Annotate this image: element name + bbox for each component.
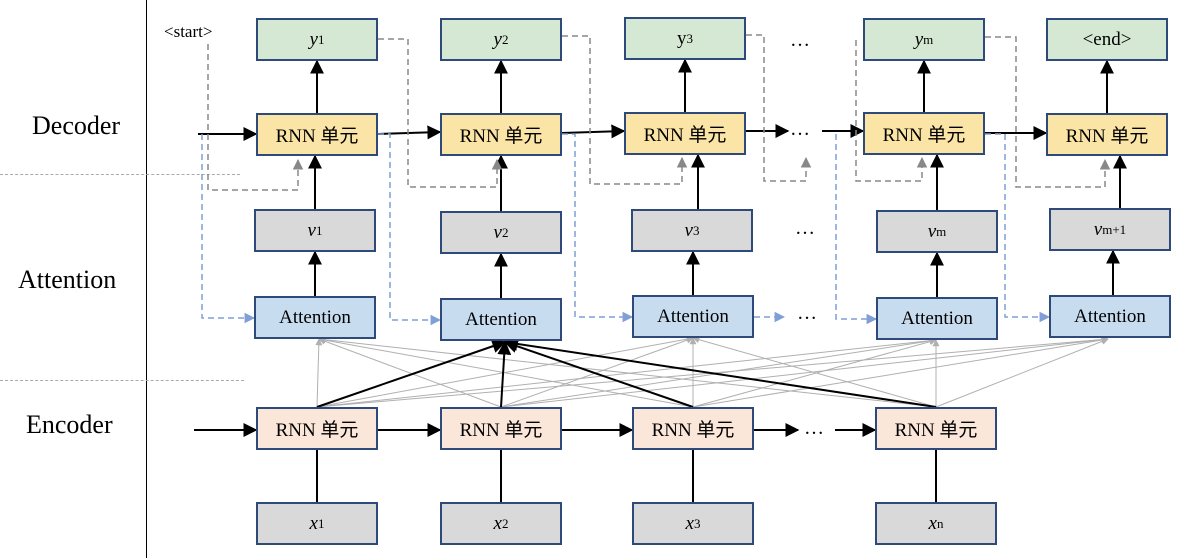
attention-link-highlighted xyxy=(503,339,694,408)
decoder-attention-separator xyxy=(0,174,240,175)
attention-link xyxy=(692,336,1109,408)
attention-link xyxy=(500,336,694,408)
ellipsis-attention: … xyxy=(797,302,817,324)
output-feedback-arrow xyxy=(746,34,812,182)
encoder-rnn-cell: RNN 单元 xyxy=(632,407,754,450)
decoder-rnn-cell: RNN 单元 xyxy=(256,113,378,156)
attention-link xyxy=(692,338,937,408)
decoder-recurrent-arrow xyxy=(377,125,442,140)
output-feedback-arrow xyxy=(562,35,688,185)
decoder-recurrent-arrow xyxy=(561,124,626,139)
output-feedback-arrow xyxy=(855,40,928,182)
ellipsis-encoder: … xyxy=(804,417,824,439)
decoder-rnn-cell: RNN 单元 xyxy=(624,112,746,155)
decoder-rnn-cell: RNN 单元 xyxy=(440,113,562,156)
attention-link xyxy=(318,337,502,408)
decoder-to-attention-arrow xyxy=(562,133,634,323)
decoder-output-end: <end> xyxy=(1046,18,1168,61)
start-token: <start> xyxy=(164,22,213,41)
ellipsis-context: … xyxy=(795,217,815,239)
attention-encoder-separator xyxy=(0,380,244,381)
attention-box: Attention xyxy=(1049,295,1171,338)
attention-link xyxy=(692,336,937,408)
attention-link-highlighted xyxy=(316,339,507,408)
decoder-to-attention-arrow xyxy=(378,133,442,326)
attention-link xyxy=(315,338,323,408)
decoder-section-label: Decoder xyxy=(32,111,121,140)
ellipsis-outputs: … xyxy=(790,29,810,51)
encoder-rnn-cell: RNN 单元 xyxy=(875,407,997,450)
attention-link xyxy=(500,336,1109,408)
decoder-rnn-cell: RNN 单元 xyxy=(1046,113,1168,156)
attention-link xyxy=(935,338,1109,408)
attention-box: Attention xyxy=(440,298,562,341)
attention-link xyxy=(316,337,937,408)
label-divider xyxy=(146,0,147,558)
attention-link xyxy=(318,336,937,408)
output-feedback-arrow xyxy=(378,38,503,188)
output-feedback-arrow xyxy=(207,44,304,191)
decoder-to-attention-arrow xyxy=(201,134,256,324)
attention-link xyxy=(318,336,694,408)
encoder-rnn-cell: RNN 单元 xyxy=(256,407,378,450)
decoder-to-attention-arrow xyxy=(835,134,878,325)
output-feedback-arrow xyxy=(985,36,1111,188)
attention-box: Attention xyxy=(876,297,998,340)
encoder-section-label: Encoder xyxy=(26,410,113,439)
attention-link-highlighted xyxy=(503,336,937,408)
decoder-rnn-cell: RNN 单元 xyxy=(863,112,985,155)
attention-section-label: Attention xyxy=(18,265,117,294)
attention-link-highlighted xyxy=(497,340,512,408)
ellipsis-decoder: … xyxy=(790,118,810,140)
attention-box: Attention xyxy=(632,295,754,338)
attention-box: Attention xyxy=(254,296,376,339)
decoder-to-attention-arrow xyxy=(985,133,1051,323)
encoder-rnn-cell: RNN 单元 xyxy=(440,407,562,450)
